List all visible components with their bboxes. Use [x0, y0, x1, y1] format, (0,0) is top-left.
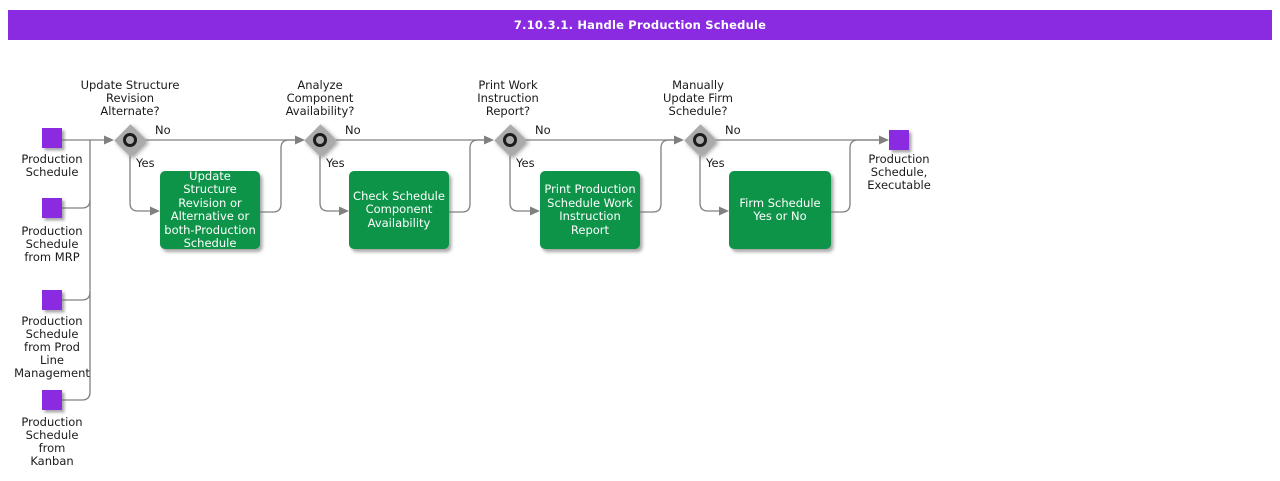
diagram-title-bar: 7.10.3.1. Handle Production Schedule — [8, 10, 1272, 40]
process-check-schedule-component-availability[interactable]: Check Schedule Component Availability — [349, 171, 449, 249]
decision-question-analyze-component-availability: Analyze Component Availability? — [285, 78, 355, 118]
no-branch-label: No — [725, 123, 741, 137]
decision-question-update-structure-revision-alternate: Update Structure Revision Alternate? — [80, 78, 180, 118]
yes-branch-label: Yes — [326, 156, 345, 170]
no-branch-label: No — [155, 123, 171, 137]
decision-question-print-work-instruction-report: Print Work Instruction Report? — [477, 78, 539, 118]
decision-ring-icon — [313, 133, 327, 147]
input-label-production-schedule-from-kanban: Production Schedule from Kanban — [21, 415, 83, 468]
output-square-production-schedule-executable[interactable] — [889, 130, 909, 150]
yes-branch-label: Yes — [516, 156, 535, 170]
process-firm-schedule-yes-or-no[interactable]: Firm Schedule Yes or No — [729, 171, 831, 249]
input-label-production-schedule-from-prod-line-management: Production Schedule from Prod Line Manag… — [14, 314, 90, 380]
decision-question-manually-update-firm-schedule: Manually Update Firm Schedule? — [662, 78, 733, 118]
input-square-production-schedule-from-prod-line-management[interactable] — [42, 290, 62, 310]
yes-branch-label: Yes — [136, 156, 155, 170]
input-square-production-schedule-from-mrp[interactable] — [42, 198, 62, 218]
no-branch-label: No — [345, 123, 361, 137]
yes-branch-label: Yes — [706, 156, 725, 170]
process-update-structure-revision-alternative[interactable]: Update Structure Revision or Alternative… — [160, 169, 260, 250]
decision-analyze-component-availability[interactable] — [303, 123, 337, 157]
decision-update-structure-revision-alternate[interactable] — [113, 123, 147, 157]
decision-ring-icon — [693, 133, 707, 147]
input-label-production-schedule: Production Schedule — [21, 152, 83, 179]
input-square-production-schedule[interactable] — [42, 128, 62, 148]
decision-ring-icon — [503, 133, 517, 147]
input-square-production-schedule-from-kanban[interactable] — [42, 390, 62, 410]
decision-manually-update-firm-schedule[interactable] — [683, 123, 717, 157]
input-label-production-schedule-from-mrp: Production Schedule from MRP — [21, 224, 83, 264]
diagram-title: 7.10.3.1. Handle Production Schedule — [513, 18, 767, 32]
no-branch-label: No — [535, 123, 551, 137]
process-print-production-schedule-work-instruction-report[interactable]: Print Production Schedule Work Instructi… — [540, 171, 640, 249]
decision-print-work-instruction-report[interactable] — [493, 123, 527, 157]
decision-ring-icon — [123, 133, 137, 147]
output-label-production-schedule-executable: Production Schedule, Executable — [867, 152, 931, 192]
